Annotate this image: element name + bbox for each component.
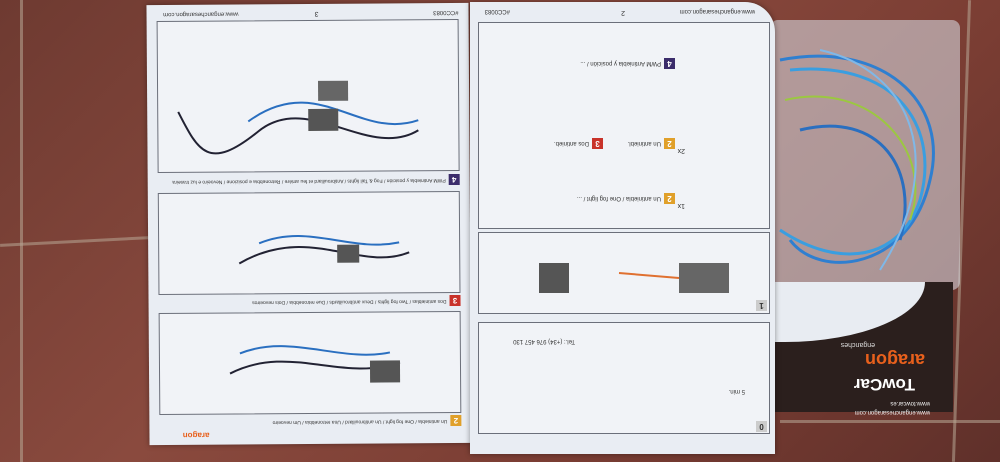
phone-number: Tel.: (+34) 976 457 130 — [513, 338, 575, 344]
row-one-label: Un antiniebla / One fog light / ... — [576, 195, 661, 201]
pwm-label: PWM Antiniebla y posición / ... — [580, 60, 661, 66]
count-1x: 1x — [677, 202, 685, 209]
label-enganches: enganches — [840, 341, 875, 348]
page-code: #CC0083 — [484, 8, 510, 14]
step-0-badge: 0 — [756, 421, 767, 432]
label-aragon-logo: aragon — [864, 350, 925, 370]
website: www.enganchesaragon.com — [679, 8, 755, 14]
row-two-badge-b: 3 — [592, 138, 603, 149]
section-4-title: PWM Antiniebla y posición / Fog & Tail l… — [172, 177, 446, 185]
row-two-label-a: Un antiniebl. — [627, 140, 661, 146]
aragon-logo: aragon — [182, 430, 210, 440]
page-number: 3 — [314, 9, 319, 17]
tile-grout — [20, 0, 23, 462]
section-2-title: Un antiniebla / One fog light / Un antib… — [272, 418, 448, 426]
section-4-badge: 4 — [448, 173, 460, 186]
pwm-badge: 4 — [664, 58, 675, 69]
page-number: 2 — [621, 9, 625, 16]
time-label: 5 min. — [728, 388, 745, 394]
label-url1: www.enganchesaragon.com — [854, 409, 930, 415]
section-4-panel — [156, 18, 460, 174]
row-one-badge: 2 — [664, 193, 675, 204]
step-1-badge: 1 — [756, 300, 767, 311]
row-two-label-b: Dos antinieb. — [553, 140, 589, 146]
section-2-panel — [158, 310, 462, 416]
left-page: #CC0083 3 www.enganchesaragon.com 4 PWM … — [146, 2, 472, 446]
label-url2: www.towcar.es — [890, 400, 930, 406]
row-two-badge-a: 2 — [664, 138, 675, 149]
label-towcar: TowCar — [853, 375, 915, 394]
package-label-text: www.enganchesaragon.com www.towcar.es To… — [795, 330, 935, 420]
step-1-panel — [478, 232, 770, 314]
section-3-panel — [157, 190, 461, 296]
website: www.enganchesaragon.com — [163, 10, 239, 18]
section-3-badge: 3 — [449, 294, 461, 307]
right-page: www.enganchesaragon.com 2 #CC0083 4 PWM … — [470, 2, 775, 454]
count-2x: 2x — [677, 147, 685, 154]
wire-bundle — [779, 49, 935, 271]
section-3-title: Dos antinieblas / Two fog lights / Deux … — [252, 298, 447, 306]
tile-grout — [780, 420, 1000, 423]
page-code: #CC0083 — [433, 8, 459, 16]
section-2-badge: 2 — [450, 414, 462, 427]
